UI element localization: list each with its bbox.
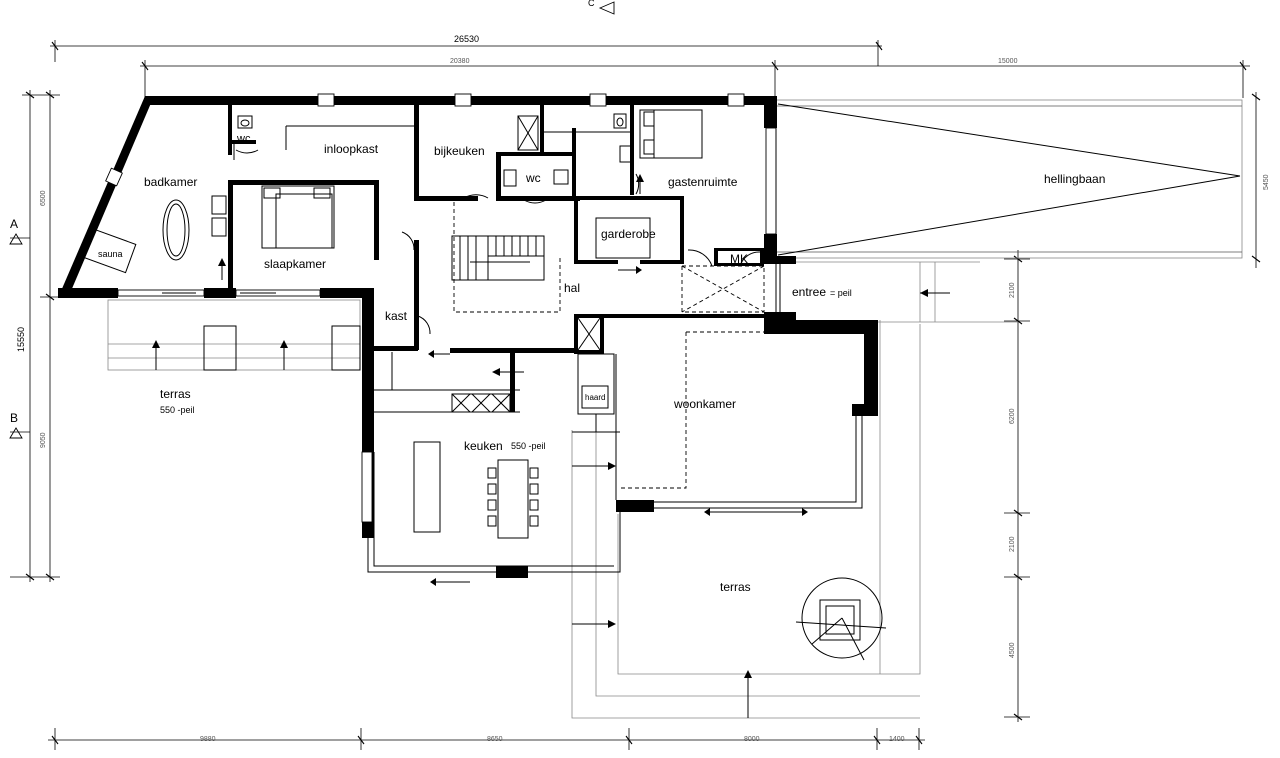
room-label-wc-2: wc xyxy=(525,171,541,185)
room-label-terras-south: terras xyxy=(720,580,751,594)
room-label-slaapkamer: slaapkamer xyxy=(264,257,326,271)
dim-top-right: 15000 xyxy=(998,58,1018,65)
room-label-inloopkast: inloopkast xyxy=(324,142,379,156)
dim-top-left: 20380 xyxy=(450,58,470,65)
room-label-bijkeuken: bijkeuken xyxy=(434,144,485,158)
terrace-west xyxy=(107,299,361,371)
interior-walls xyxy=(228,105,768,500)
room-label-keuken: keuken xyxy=(464,439,503,453)
room-label-kast: kast xyxy=(385,309,408,323)
dim-left-overall: 15550 xyxy=(16,327,26,352)
dim-left-lower: 9050 xyxy=(40,432,47,448)
room-label-entree-level: = peil xyxy=(830,288,852,298)
terrace-south xyxy=(571,261,1018,719)
dimension-lines xyxy=(10,40,1261,750)
north-windows xyxy=(105,93,777,523)
direction-arrows xyxy=(152,174,950,718)
room-label-wc-1: wc xyxy=(236,133,251,145)
section-label-b: B xyxy=(10,411,18,425)
dim-bottom-3: 8000 xyxy=(744,736,760,743)
section-marker-b xyxy=(9,427,30,439)
section-marker-c xyxy=(598,1,615,15)
staircase xyxy=(451,235,545,281)
furniture xyxy=(83,109,887,661)
room-label-badkamer: badkamer xyxy=(144,175,197,189)
dim-right-1: 2100 xyxy=(1009,282,1016,298)
room-label-gastenruimte: gastenruimte xyxy=(668,175,738,189)
room-label-hal: hal xyxy=(564,281,580,295)
dim-top-overall: 26530 xyxy=(454,34,479,44)
ramp xyxy=(775,99,1243,259)
section-label-a: A xyxy=(10,217,18,231)
room-label-garderobe: garderobe xyxy=(601,227,656,241)
section-label-c: C xyxy=(588,0,595,8)
dim-bottom-2: 8650 xyxy=(487,736,503,743)
room-label-sauna: sauna xyxy=(98,249,123,259)
dim-right-4: 4500 xyxy=(1009,642,1016,658)
dim-right-ramp: 5450 xyxy=(1263,174,1270,190)
walls xyxy=(58,96,878,578)
room-label-mk: MK xyxy=(730,252,748,266)
room-label-entree: entree xyxy=(792,285,826,299)
room-label-haard: haard xyxy=(585,393,605,402)
dim-bottom-4: 1400 xyxy=(889,736,905,743)
dim-right-2: 6200 xyxy=(1009,408,1016,424)
section-marker-a xyxy=(9,233,30,245)
dim-bottom-1: 9880 xyxy=(200,736,216,743)
dim-right-3: 2100 xyxy=(1009,536,1016,552)
room-label-terras-west: terras xyxy=(160,387,191,401)
room-label-hellingbaan: hellingbaan xyxy=(1044,172,1105,186)
dashed-outlines xyxy=(453,202,765,489)
dim-left-upper: 6500 xyxy=(40,190,47,206)
room-label-keuken-level: 550 -peil xyxy=(511,441,546,451)
room-label-terras-west-level: 550 -peil xyxy=(160,405,195,415)
doors xyxy=(233,144,781,335)
room-label-woonkamer: woonkamer xyxy=(673,397,736,411)
